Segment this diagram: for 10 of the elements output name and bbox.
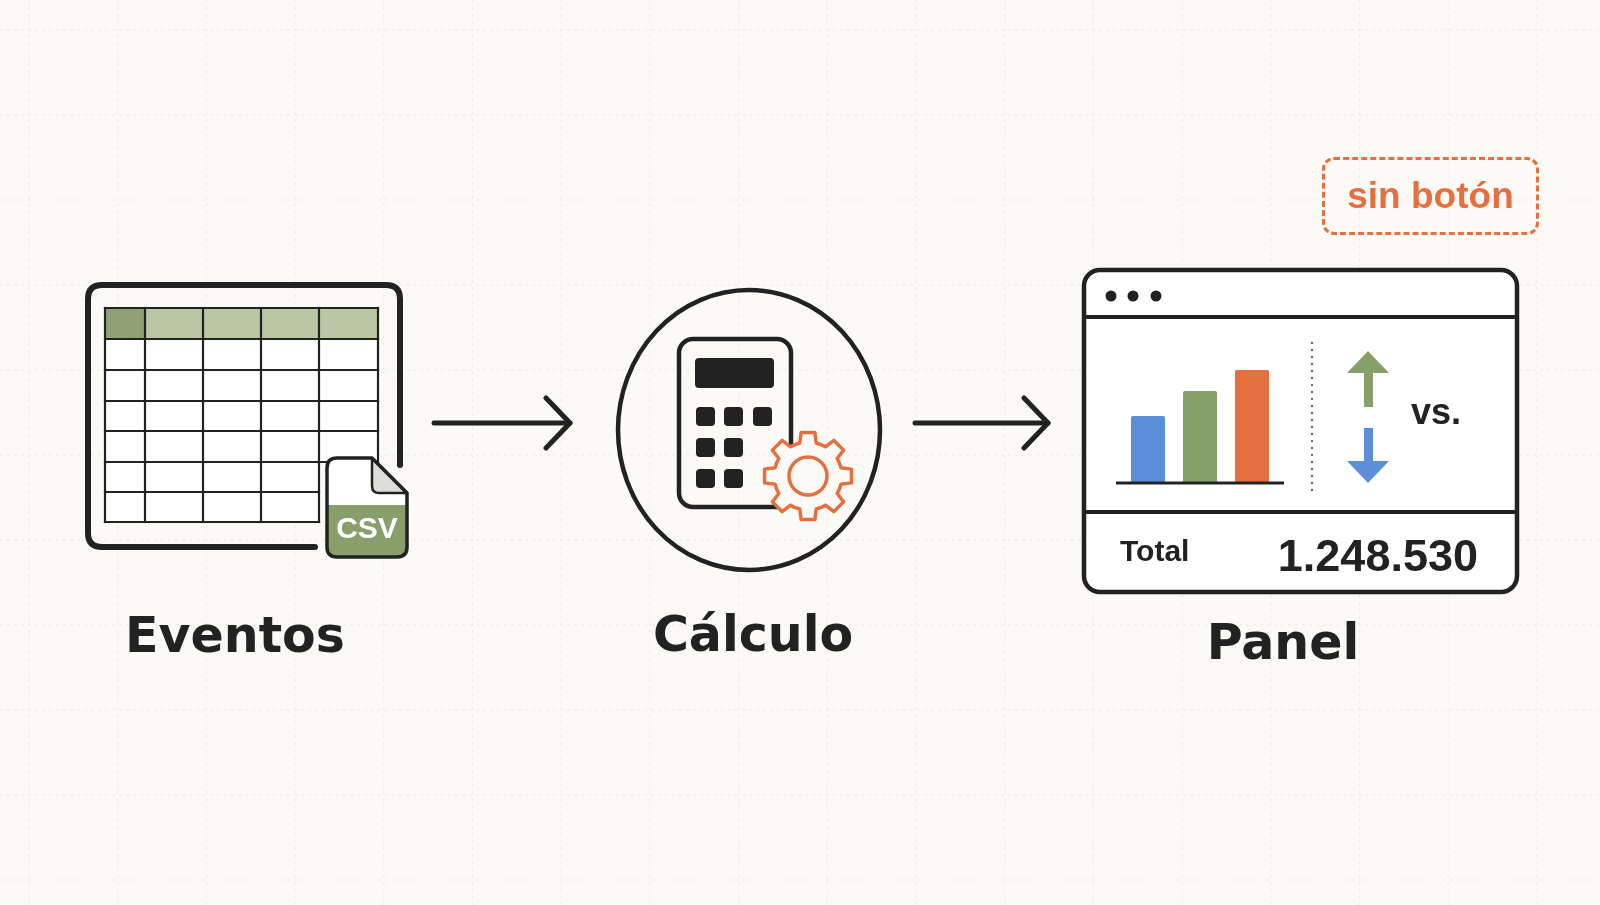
- annotation-tag: sin botón: [1322, 157, 1539, 235]
- arrow: [431, 395, 573, 451]
- total-label: Total: [1120, 534, 1190, 569]
- total-value: 1.248.530: [1277, 530, 1478, 582]
- node-label: Cálculo: [652, 607, 854, 664]
- node-label: Panel: [1206, 615, 1360, 672]
- node-label: Eventos: [125, 608, 345, 665]
- arrow: [912, 395, 1051, 451]
- file-type-label: CSV: [336, 511, 398, 546]
- comparison-text: vs.: [1411, 391, 1462, 433]
